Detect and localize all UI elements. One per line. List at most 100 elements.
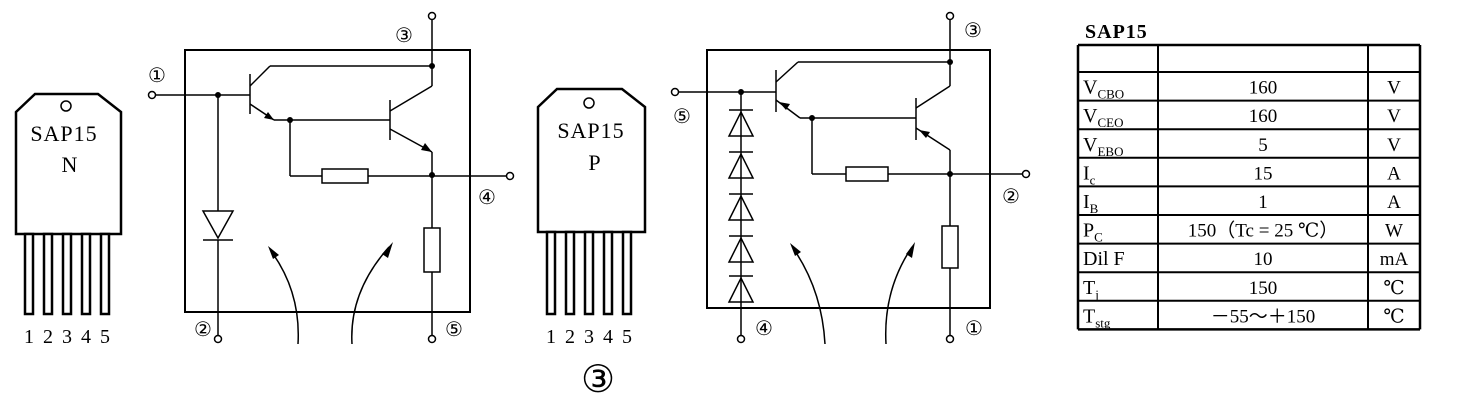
table-row: Tstg －55～＋150 ℃ <box>1083 305 1405 330</box>
terminal-icon <box>213 334 223 344</box>
spec-value: 15 <box>1254 163 1273 184</box>
package-n-model: SAP15 <box>30 121 97 146</box>
circuit-p-outline <box>706 49 991 309</box>
table-row: IB 1 A <box>1083 191 1401 216</box>
package-p-model: SAP15 <box>557 118 624 143</box>
package-n-type: N <box>62 152 79 177</box>
terminal-label-3: ③ <box>964 20 982 42</box>
spec-symbol: VEBO <box>1083 134 1123 159</box>
package-p-leads <box>545 230 633 316</box>
terminal-icon <box>1021 169 1031 179</box>
table-row: PC 150（Tc = 25 ℃） W <box>1083 220 1403 245</box>
terminal-label-1: ① <box>965 318 983 340</box>
spec-table-grid <box>1076 43 1422 331</box>
spec-unit: V <box>1387 135 1401 156</box>
spec-unit: V <box>1387 78 1401 99</box>
package-n-pin-1: 1 <box>24 326 34 348</box>
spec-symbol: PC <box>1083 220 1103 245</box>
spec-unit: ℃ <box>1383 306 1404 327</box>
spec-symbol: Ic <box>1083 162 1096 187</box>
diode-icon <box>727 152 755 179</box>
curved-arrow-icon <box>351 246 390 345</box>
spec-symbol: VCEO <box>1083 105 1123 130</box>
resistor-icon <box>321 168 369 184</box>
package-n-leads <box>23 232 111 316</box>
terminal-icon <box>945 11 955 21</box>
terminal-label-3: ③ <box>395 25 413 47</box>
terminal-icon <box>736 334 746 344</box>
mounting-hole-icon <box>583 97 595 109</box>
terminal-label-5: ⑤ <box>673 106 691 128</box>
terminal-label-5: ⑤ <box>445 319 463 341</box>
resistor-icon <box>423 227 441 273</box>
package-p-type: P <box>588 150 601 175</box>
circuit-n-outline <box>184 49 471 313</box>
terminal-label-2: ② <box>1002 186 1020 208</box>
table-row: VCEO 160 V <box>1083 105 1401 130</box>
diode-icon <box>727 110 755 137</box>
resistor-icon <box>845 166 889 182</box>
package-p: SAP15 P 1 2 3 4 5 <box>536 87 647 348</box>
figure-label: ③ <box>581 359 615 401</box>
spec-unit: A <box>1387 192 1401 213</box>
spec-value: －55～＋150 <box>1211 306 1316 327</box>
spec-value: 1 <box>1258 192 1268 213</box>
spec-value: 150（Tc = 25 ℃） <box>1188 220 1338 242</box>
diode-stack <box>727 109 755 303</box>
spec-symbol: Tj <box>1083 277 1099 302</box>
terminal-icon <box>147 90 157 100</box>
diode-icon <box>201 210 235 240</box>
terminal-label-4: ④ <box>755 318 773 340</box>
terminal-icon <box>945 334 955 344</box>
curved-arrow-icon <box>270 250 300 345</box>
table-row: VCBO 160 V <box>1083 77 1401 102</box>
curved-arrow-icon <box>792 247 826 345</box>
table-row: VEBO 5 V <box>1083 134 1401 159</box>
terminal-label-2: ② <box>194 319 212 341</box>
spec-symbol: IB <box>1083 191 1099 216</box>
spec-symbol: Tstg <box>1083 305 1111 330</box>
spec-unit: ℃ <box>1383 278 1404 299</box>
curved-arrow-icon <box>884 246 913 345</box>
package-p-pin-4: 4 <box>603 326 613 348</box>
diode-icon <box>727 276 755 303</box>
spec-value: 160 <box>1249 78 1278 99</box>
package-p-pin-2: 2 <box>565 326 575 348</box>
terminal-icon <box>427 11 437 21</box>
spec-value: 160 <box>1249 106 1278 127</box>
spec-symbol: Dil F <box>1083 248 1125 270</box>
package-n-pin-2: 2 <box>43 326 53 348</box>
diode-icon <box>727 194 755 221</box>
spec-unit: V <box>1387 106 1401 127</box>
package-n-pin-5: 5 <box>100 326 110 348</box>
table-row: Tj 150 ℃ <box>1083 277 1405 302</box>
package-n-pin-4: 4 <box>81 326 91 348</box>
circuit-p: ⑤ ③ ② ④ ① <box>670 11 1031 345</box>
terminal-label-1: ① <box>148 65 166 87</box>
package-p-pin-1: 1 <box>546 326 556 348</box>
spec-value: 150 <box>1249 278 1278 299</box>
terminal-label-4: ④ <box>478 187 496 209</box>
package-n: SAP15 N 1 2 3 4 5 <box>14 92 123 348</box>
terminal-icon <box>505 171 515 181</box>
spec-value: 10 <box>1254 249 1273 270</box>
resistor-icon <box>941 225 959 269</box>
spec-symbol: VCBO <box>1083 77 1124 102</box>
table-row: Ic 15 A <box>1083 162 1401 187</box>
spec-unit: W <box>1385 221 1403 242</box>
circuit-n: ① ③ ④ ② ⑤ <box>147 11 515 345</box>
diode-icon <box>727 236 755 263</box>
package-p-pin-3: 3 <box>584 326 594 348</box>
spec-unit: A <box>1387 163 1401 184</box>
spec-table-title: SAP15 <box>1085 21 1148 43</box>
spec-value: 5 <box>1258 135 1268 156</box>
terminal-icon <box>670 87 680 97</box>
terminal-icon <box>427 334 437 344</box>
package-p-pin-5: 5 <box>622 326 632 348</box>
package-n-pin-3: 3 <box>62 326 72 348</box>
mounting-hole-icon <box>60 100 72 112</box>
